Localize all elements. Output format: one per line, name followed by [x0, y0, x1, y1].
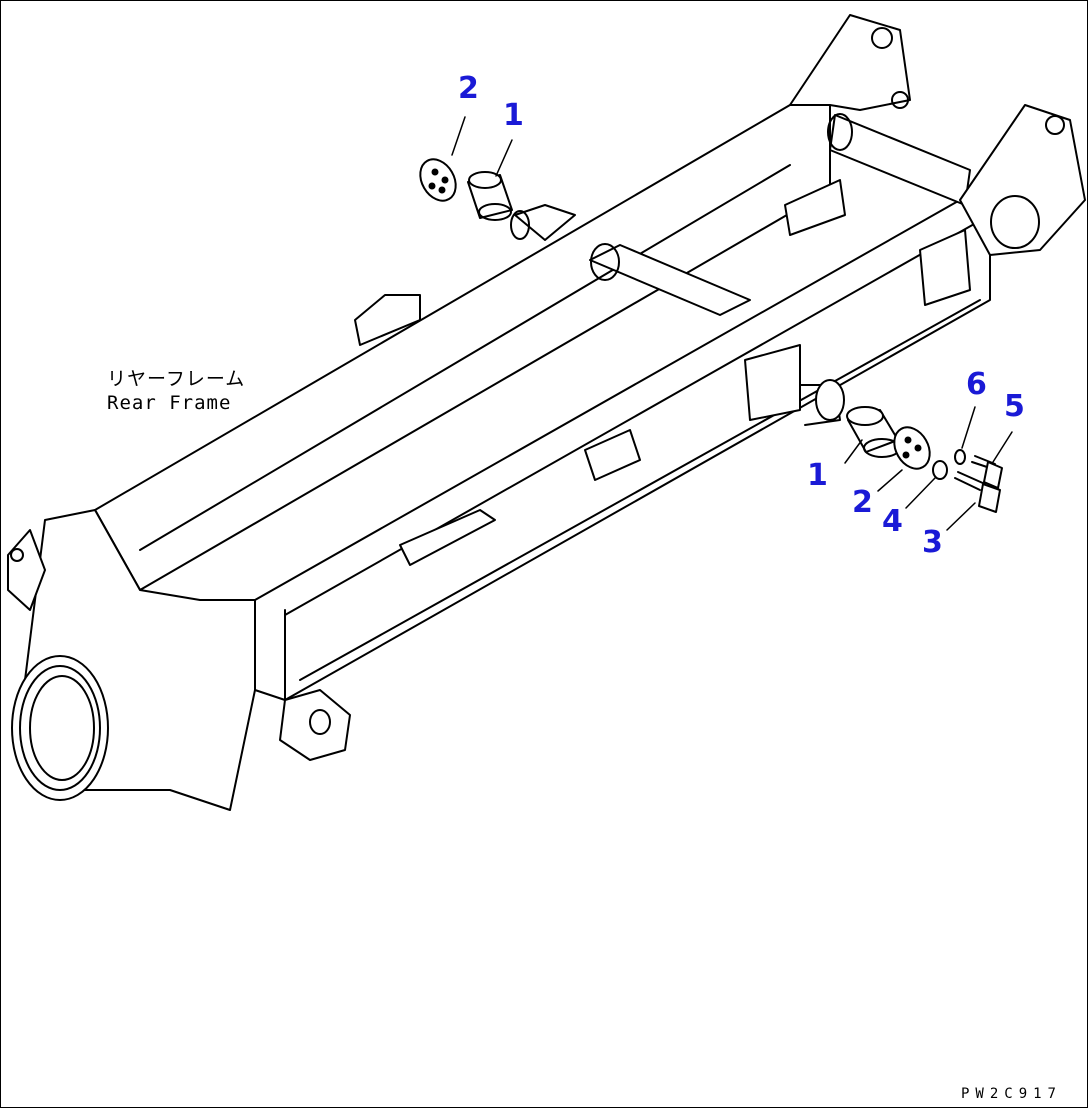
callout-1-lower: 1 — [807, 458, 828, 493]
right-pivot-shaft — [744, 344, 845, 426]
callout-5: 5 — [1004, 389, 1025, 424]
upper-plate-2 — [419, 158, 457, 202]
lower-plate-2 — [893, 426, 931, 470]
callout-2-lower: 2 — [852, 485, 873, 520]
part-name-english: Rear Frame — [107, 392, 232, 414]
cross-member — [589, 243, 751, 316]
rear-left-ear — [789, 14, 911, 111]
washer-4 — [932, 460, 948, 480]
mounting-brackets — [354, 179, 971, 566]
callout-4: 4 — [882, 504, 903, 539]
rear-cross-tube — [827, 113, 971, 206]
bolt-5 — [971, 455, 1003, 489]
left-pivot-shaft — [510, 204, 576, 241]
leader-lines — [451, 116, 1013, 531]
callout-6: 6 — [966, 367, 987, 402]
callout-1-upper: 1 — [503, 98, 524, 133]
front-hub — [11, 509, 256, 811]
left-pin-boss — [7, 529, 46, 611]
rear-right-ear — [959, 104, 1086, 256]
callout-2-upper: 2 — [458, 71, 479, 106]
callout-3: 3 — [922, 525, 943, 560]
figure-code: PW2C917 — [960, 1086, 1062, 1102]
part-name-japanese: リヤーフレーム — [107, 368, 246, 390]
bolt-3 — [954, 471, 1001, 513]
upper-bushing-1 — [467, 171, 513, 221]
lower-pin-boss — [279, 689, 351, 761]
washer-6 — [954, 449, 966, 465]
